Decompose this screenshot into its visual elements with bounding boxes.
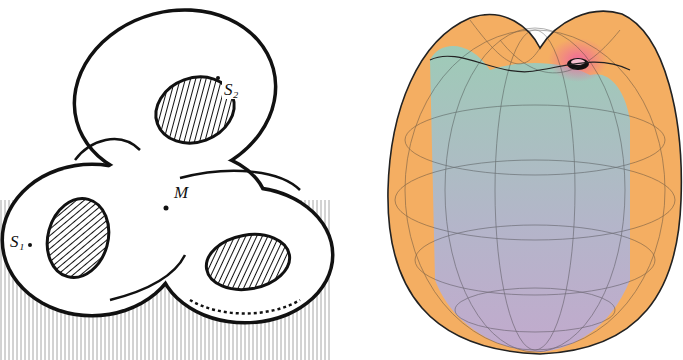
part-label: S₂: [222, 80, 240, 99]
surface: [388, 11, 681, 354]
part-label: S₁: [8, 232, 26, 251]
part-label: M: [172, 183, 190, 202]
